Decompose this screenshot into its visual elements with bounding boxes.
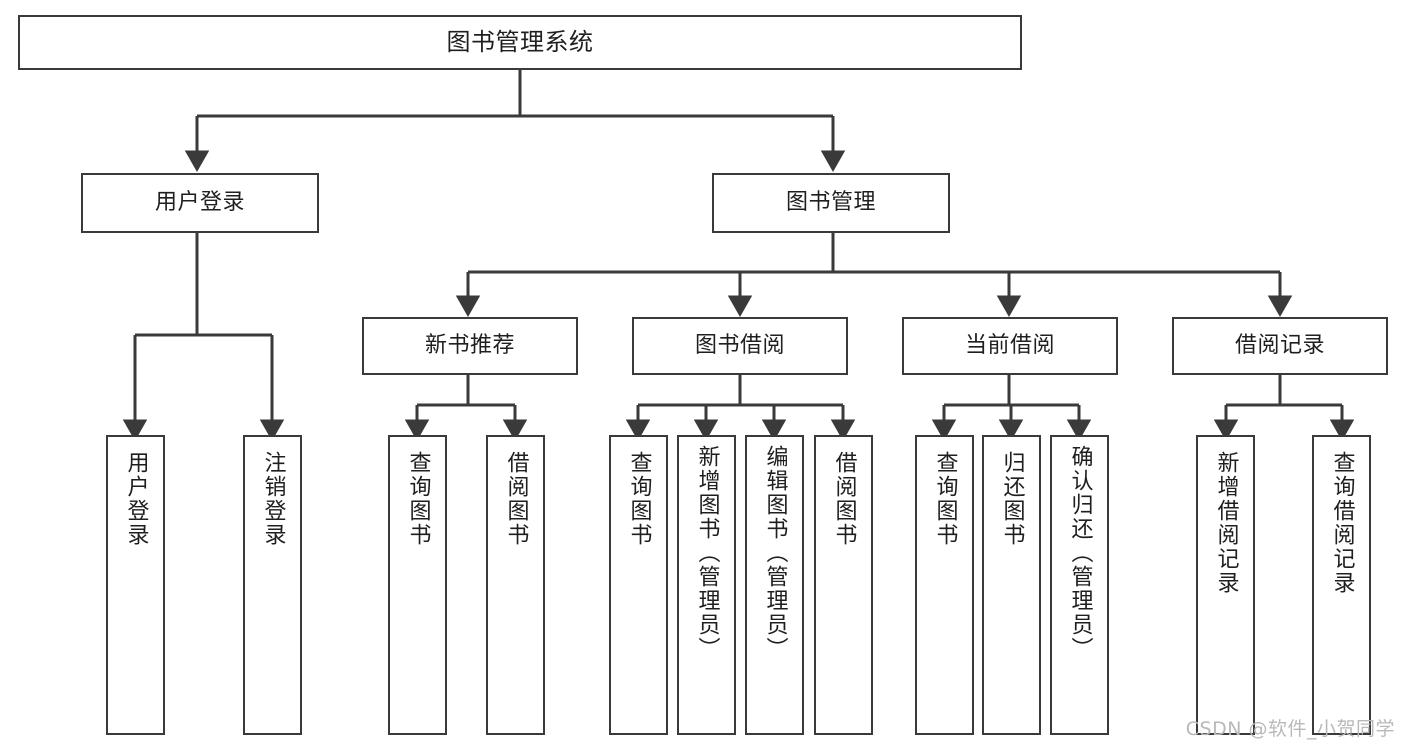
node-borrow-record[interactable]: 借阅记录 — [1172, 317, 1388, 375]
node-root-label: 图书管理系统 — [446, 28, 594, 57]
node-leaf-borrow-book-1-label: 借阅图书 — [503, 451, 529, 547]
node-leaf-add-record[interactable]: 新增借阅记录 — [1196, 435, 1255, 735]
node-leaf-borrow-book-2[interactable]: 借阅图书 — [814, 435, 873, 735]
node-book-manage-label: 图书管理 — [785, 189, 876, 215]
node-new-book-recommend-label: 新书推荐 — [424, 332, 515, 358]
node-book-borrow[interactable]: 图书借阅 — [632, 317, 848, 375]
node-leaf-logout-login-label: 注销登录 — [260, 451, 286, 547]
node-user-login-label: 用户登录 — [154, 189, 245, 215]
node-leaf-add-record-label: 新增借阅记录 — [1213, 451, 1239, 595]
node-root[interactable]: 图书管理系统 — [18, 15, 1022, 70]
node-leaf-add-book-label: 新增图书（管理员） — [694, 445, 720, 661]
node-borrow-record-label: 借阅记录 — [1234, 332, 1325, 358]
node-leaf-borrow-book-2-label: 借阅图书 — [831, 451, 857, 547]
node-user-login[interactable]: 用户登录 — [81, 173, 319, 233]
node-leaf-query-record[interactable]: 查询借阅记录 — [1312, 435, 1371, 735]
node-leaf-query-book-1-label: 查询图书 — [405, 451, 431, 547]
node-leaf-add-book[interactable]: 新增图书（管理员） — [677, 435, 736, 735]
node-leaf-confirm-return-label: 确认归还（管理员） — [1067, 445, 1093, 661]
node-leaf-query-book-3-label: 查询图书 — [932, 451, 958, 547]
node-leaf-return-book-label: 归还图书 — [999, 451, 1025, 547]
node-book-borrow-label: 图书借阅 — [694, 332, 785, 358]
node-leaf-query-record-label: 查询借阅记录 — [1329, 451, 1355, 595]
node-leaf-borrow-book-1[interactable]: 借阅图书 — [486, 435, 545, 735]
node-current-borrow[interactable]: 当前借阅 — [902, 317, 1118, 375]
node-book-manage[interactable]: 图书管理 — [712, 173, 950, 233]
node-leaf-edit-book[interactable]: 编辑图书（管理员） — [745, 435, 804, 735]
watermark-text: CSDN @软件_小贺同学 — [1185, 718, 1395, 740]
node-leaf-query-book-2[interactable]: 查询图书 — [609, 435, 668, 735]
node-leaf-query-book-2-label: 查询图书 — [626, 451, 652, 547]
node-leaf-logout-login[interactable]: 注销登录 — [243, 435, 302, 735]
node-leaf-edit-book-label: 编辑图书（管理员） — [762, 445, 788, 661]
node-new-book-recommend[interactable]: 新书推荐 — [362, 317, 578, 375]
node-current-borrow-label: 当前借阅 — [964, 332, 1055, 358]
node-leaf-user-login[interactable]: 用户登录 — [106, 435, 165, 735]
node-leaf-return-book[interactable]: 归还图书 — [982, 435, 1041, 735]
node-leaf-confirm-return[interactable]: 确认归还（管理员） — [1050, 435, 1109, 735]
node-leaf-query-book-1[interactable]: 查询图书 — [388, 435, 447, 735]
node-leaf-query-book-3[interactable]: 查询图书 — [915, 435, 974, 735]
node-leaf-user-login-label: 用户登录 — [123, 451, 149, 547]
